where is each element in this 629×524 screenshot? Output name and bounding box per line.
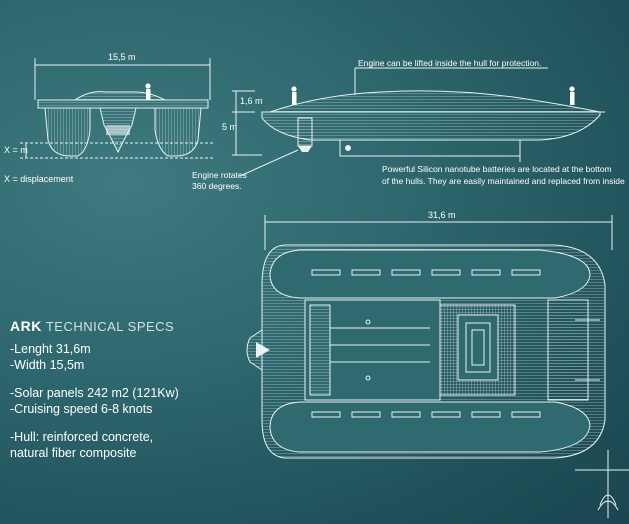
front-view [20, 58, 215, 159]
person-figure-front [145, 83, 151, 100]
spec-hull-line2: natural fiber composite [10, 446, 137, 460]
spec-length: -Lenght 31,6m [10, 342, 91, 356]
battery-note-line2: of the hulls. They are easily maintained… [382, 176, 625, 186]
spec-width: -Width 15,5m [10, 358, 85, 372]
ark-logo [575, 450, 629, 518]
engine-rotates-line2: 360 degrees. [192, 181, 242, 191]
person-figure-profile [291, 86, 575, 105]
x-label: X = m [4, 145, 28, 155]
engine-rotates-line1: Engine rotates [192, 170, 247, 180]
spec-speed: -Cruising speed 6-8 knots [10, 402, 153, 416]
length-label: 31,6 m [428, 210, 456, 220]
displacement-label: X = displacement [4, 174, 74, 184]
spec-solar: -Solar panels 242 m2 (121Kw) [10, 386, 179, 400]
height-label-1: 1,6 m [240, 96, 263, 106]
specs-heading: TECHNICAL SPECS [45, 319, 175, 334]
top-view [246, 215, 613, 459]
specs-list: -Lenght 31,6m -Width 15,5m -Solar panels… [10, 341, 179, 461]
brand-name: ARK [10, 318, 42, 334]
spec-hull-line1: -Hull: reinforced concrete, [10, 430, 154, 444]
engine-lift-note: Engine can be lifted inside the hull for… [358, 58, 542, 68]
height-label-2: 5 m [222, 122, 238, 132]
profile-view [232, 67, 605, 177]
width-label: 15,5 m [108, 52, 136, 62]
battery-note-line1: Powerful Silicon nanotube batteries are … [382, 164, 612, 174]
